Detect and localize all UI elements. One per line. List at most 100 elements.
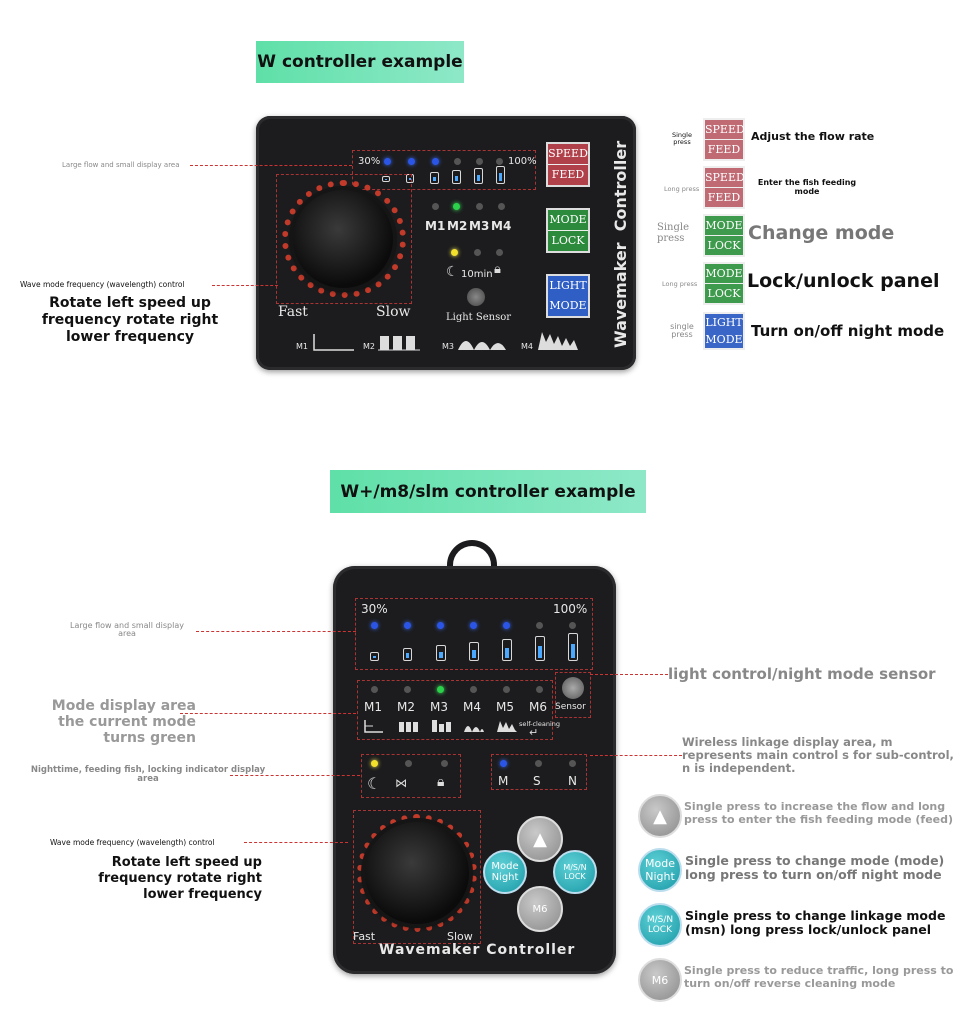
wplus-msn-note: Single press to change linkage mode (msn… (685, 908, 946, 937)
wplus-up-feed-button[interactable]: ▲ (517, 816, 563, 862)
wplus-fast-label: Fast (353, 930, 376, 943)
w-adjust-flow-note: Adjust the flow rate (751, 130, 875, 143)
w-speed-label: SPEED (548, 147, 588, 160)
wave-m5-icon (497, 721, 517, 732)
wplus-flow-dot (503, 622, 510, 629)
w-controller-device: 30% 100% M1 M2 M3 M4 ☾ 10min 🔒︎ Light Se… (256, 116, 636, 370)
wplus-mode-display-note: Mode display area the current mode turns… (51, 698, 196, 746)
w-wave-mode-note: Wave mode frequency (wavelength) control (20, 280, 185, 289)
w-feed-label: FEED (551, 168, 585, 181)
w-light-sensor (467, 288, 485, 306)
triangle-up-fish-icon: ▲ (533, 828, 547, 850)
wplus-flow-dot (437, 622, 444, 629)
w-flow-dot (454, 158, 461, 165)
wplus-mode-night-button[interactable]: Mode Night (483, 850, 527, 894)
wplus-night-dot (371, 760, 378, 767)
wplus-flow-bar (370, 652, 379, 661)
wplus-indicator-box (361, 754, 461, 798)
w-knob-box (276, 174, 412, 304)
wplus-mode-label: M1 (364, 700, 382, 714)
w-lock-dot (496, 249, 503, 256)
w-large-flow-note: Large flow and small display area (62, 161, 180, 169)
w-light-mode-label: MODE (549, 299, 587, 312)
w-mode-label: M4 (491, 219, 512, 233)
wplus-mode-label: M3 (430, 700, 448, 714)
w-light-mode-button[interactable]: LIGHT MODE (546, 274, 590, 318)
w-enter-feeding-note: Enter the fish feeding mode (757, 178, 857, 196)
wplus-feed-dot (405, 760, 412, 767)
wplus-sensor-box (555, 672, 591, 718)
wplus-flow-dot (371, 622, 378, 629)
lock-icon: 🔒︎ (437, 774, 445, 790)
wplus-down-note: Single press to reduce traffic, long pre… (684, 964, 954, 990)
w-long-press-1: Long press (664, 185, 700, 193)
wplus-controller-device: 30% 100% M1 M2 M3 M4 M5 M6 self-cleaning… (333, 566, 616, 974)
wplus-knob[interactable] (365, 822, 469, 924)
wplus-slow-label: Slow (447, 930, 473, 943)
wplus-wireless-leader (590, 755, 682, 756)
w-single-press-2: Single press (657, 222, 690, 244)
w-lock-label: LOCK (551, 234, 585, 247)
w-single-press-3: single press (670, 322, 694, 339)
w-flow-display-box (352, 150, 536, 190)
wplus-mode-dot-active (437, 686, 444, 693)
w-pct-low: 30% (358, 156, 381, 167)
wplus-night-indicator-note: Nighttime, feeding fish, locking indicat… (30, 765, 266, 784)
wplus-flow-bar (502, 639, 512, 661)
w-mode-lock-button[interactable]: MODE LOCK (546, 208, 590, 253)
wplus-flow-dot (470, 622, 477, 629)
wplus-self-cleaning-label: self-cleaning (519, 720, 561, 728)
w-rotate-line3: lower frequency (66, 329, 194, 345)
wplus-wave-mode-leader (244, 842, 348, 843)
wplus-link-dot (535, 760, 542, 767)
w-flow-bar (382, 176, 390, 182)
wplus-flow-bar (535, 636, 545, 661)
legend-mode-lock-icon: MODE LOCK (703, 262, 745, 305)
w-flow-dot (476, 158, 483, 165)
wplus-msn-lock-button[interactable]: M/S/N LOCK (553, 850, 597, 894)
triangle-up-fish-icon: ▲ (653, 805, 667, 827)
wplus-knob-ticks (357, 814, 477, 932)
wave-m2-icon (378, 336, 420, 351)
legend-speed-feed-icon: SPEED FEED (703, 118, 745, 161)
w-flow-dot (408, 158, 415, 165)
w-flow-dot (432, 158, 439, 165)
wplus-controller-title: W+/m8/slm controller example (330, 470, 646, 513)
wplus-night-indicator-leader (230, 775, 360, 776)
wplus-mode-dot (536, 686, 543, 693)
wplus-pct-low: 30% (361, 602, 388, 616)
wplus-m6-down-button[interactable]: M6 (517, 886, 563, 932)
w-knob[interactable] (293, 190, 393, 288)
w-change-mode-note: Change mode (748, 222, 895, 244)
wplus-mode-label: M4 (463, 700, 481, 714)
wplus-up-note: Single press to increase the flow and lo… (684, 800, 954, 826)
fish-icon: ⋈ (395, 776, 407, 790)
wplus-mode-dot (371, 686, 378, 693)
w-slow-label: Slow (376, 304, 411, 320)
w-large-flow-leader (190, 165, 352, 166)
legend-msn-lock-icon: M/S/N LOCK (638, 903, 682, 947)
w-lock-unlock-note: Lock/unlock panel (747, 270, 940, 292)
wplus-lock-dot (441, 760, 448, 767)
wplus-mode-display-leader (180, 713, 356, 714)
wplus-mode-dot (404, 686, 411, 693)
wplus-flow-dot (569, 622, 576, 629)
w-wave-mode-leader (212, 285, 278, 286)
w-mode-label: M1 (425, 219, 446, 233)
w-mode-label: MODE (549, 213, 587, 226)
w-side-text: Wavemaker Controller (611, 140, 630, 348)
wplus-link-dot (569, 760, 576, 767)
w-timer-dot (474, 249, 481, 256)
wplus-flow-bar (436, 645, 446, 661)
wplus-mode-display-box (357, 680, 553, 740)
w-pct-high: 100% (508, 156, 537, 167)
w-speed-feed-button[interactable]: SPEED FEED (546, 142, 590, 187)
self-cleaning-arrow-icon: ↵ (529, 726, 539, 739)
w-flow-bar (430, 172, 439, 184)
wplus-flow-dot (404, 622, 411, 629)
wplus-mode-label: M2 (397, 700, 415, 714)
wave-m3-icon (432, 720, 451, 732)
moon-icon: ☾ (446, 264, 459, 280)
wplus-link-label: M (498, 774, 509, 788)
moon-icon: ☾ (367, 774, 382, 793)
